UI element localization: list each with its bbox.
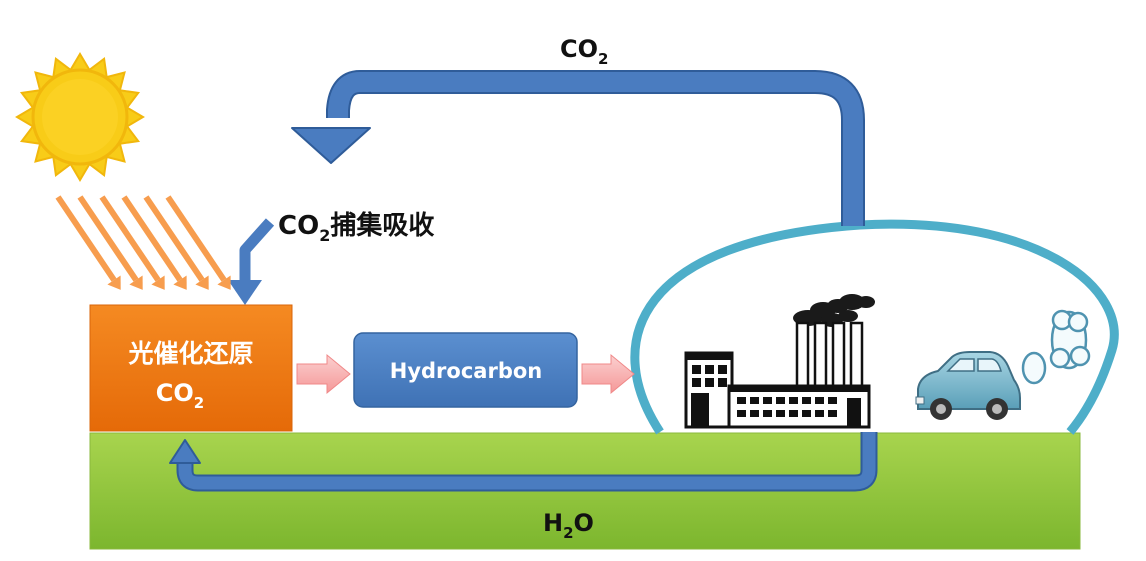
car-icon bbox=[915, 351, 1021, 420]
capture-arrowhead bbox=[228, 280, 262, 305]
co2-cycle-arrow bbox=[326, 70, 865, 226]
atmosphere-ellipse bbox=[630, 219, 1119, 435]
hydrocarbon-label: Hydrocarbon bbox=[390, 359, 542, 383]
h2o-label: H2O bbox=[543, 509, 594, 542]
flow-arrow-2 bbox=[581, 353, 635, 395]
capture-label: CO2捕集吸收 bbox=[278, 210, 434, 245]
co2-cycle-arrowhead bbox=[291, 127, 371, 164]
hydrocarbon-box bbox=[353, 332, 578, 408]
sunlight-rays-icon bbox=[55, 195, 231, 290]
exhaust-smoke-icon bbox=[1021, 309, 1091, 385]
flow-arrow-1 bbox=[296, 353, 351, 395]
factory-icon bbox=[684, 294, 875, 429]
co2-top-label: CO2 bbox=[560, 35, 608, 68]
capture-arrow bbox=[239, 218, 275, 283]
reduction-box bbox=[89, 304, 293, 432]
h2o-return-arrowhead bbox=[169, 439, 201, 464]
reduction-label-line1: 光催化还原 bbox=[127, 339, 253, 368]
sun-icon bbox=[15, 52, 145, 182]
reduction-label-line2: CO2 bbox=[156, 379, 204, 412]
